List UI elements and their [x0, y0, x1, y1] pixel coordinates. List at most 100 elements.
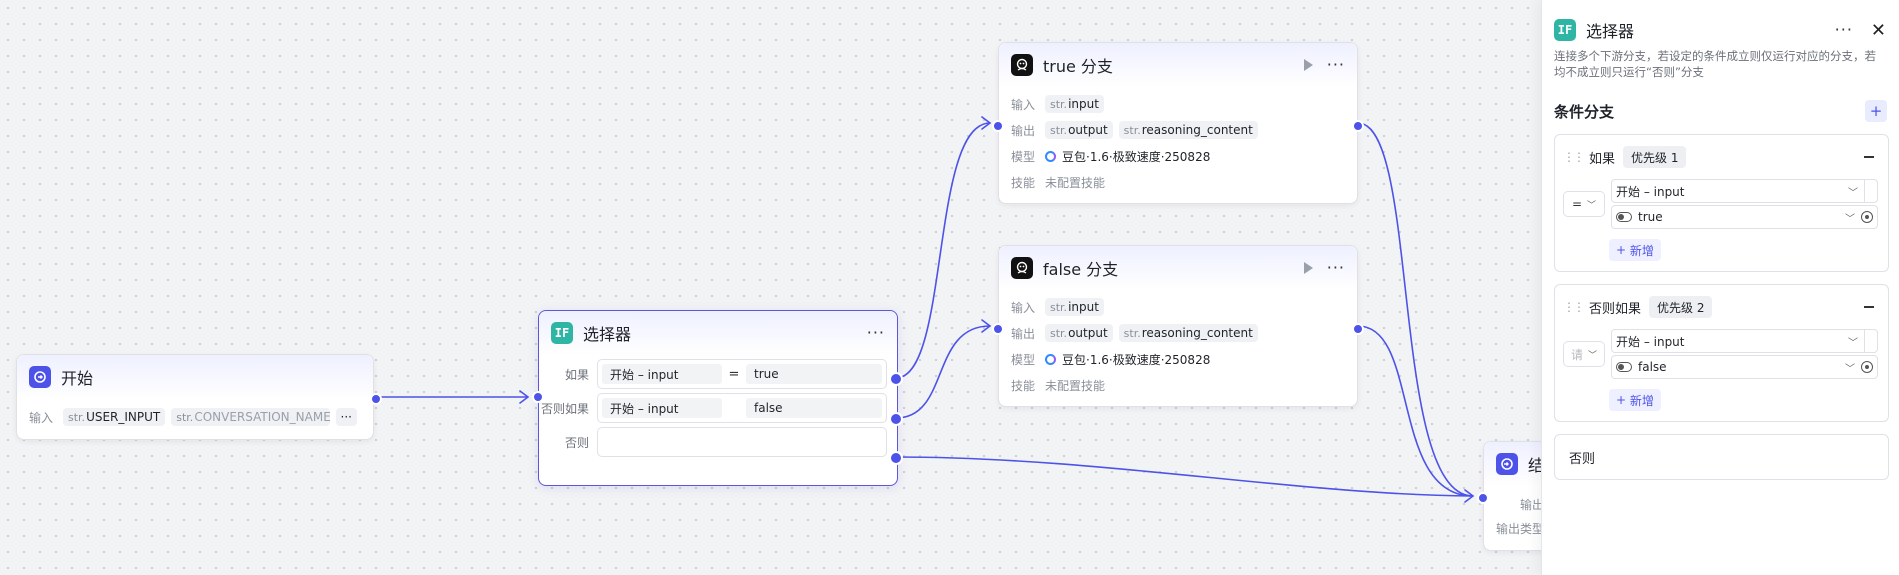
end-input-port[interactable] — [1477, 492, 1489, 504]
selector-elseif-row: 否则如果 开始 – input false — [539, 393, 897, 423]
play-icon[interactable] — [1303, 262, 1313, 274]
right-operand-input[interactable]: false ﹀ — [1611, 355, 1878, 379]
model-name: 豆包·1.6·极致速度·250828 — [1062, 352, 1211, 367]
section-title: 条件分支 — [1554, 102, 1615, 121]
selector-if-condition[interactable]: 开始 – input = true — [597, 359, 887, 389]
end-icon — [1496, 453, 1518, 475]
true-branch-title: true 分支 — [1043, 57, 1113, 76]
true-branch-skill-row: 技能 未配置技能 — [1011, 175, 1106, 190]
arrow-end — [1464, 489, 1475, 503]
else-branch-card[interactable]: 否则 — [1554, 434, 1889, 480]
selector-node-header: IF 选择器 ··· — [539, 311, 897, 355]
variable-reference-icon[interactable] — [1861, 211, 1873, 223]
left-operand-select[interactable]: 开始 – input ﹀ — [1611, 329, 1878, 353]
edge-false-to-end — [1357, 325, 1474, 497]
start-var-tag: str.CONVERSATION_NAME — [171, 408, 330, 426]
edge-if-to-true — [895, 122, 991, 379]
doubao-model-icon — [1045, 150, 1056, 162]
toggle-icon[interactable] — [1616, 212, 1632, 222]
if-icon: IF — [1554, 19, 1576, 41]
false-branch-model-row: 模型 豆包·1.6·极致速度·250828 — [1011, 352, 1211, 367]
edge-true-to-end — [1357, 122, 1474, 497]
if-icon: IF — [551, 322, 573, 344]
false-branch-input-port[interactable] — [992, 323, 1004, 335]
true-branch-more-button[interactable]: ··· — [1326, 55, 1345, 74]
false-branch-node[interactable]: false 分支 ··· 输入 str.input 输出 str.output … — [992, 245, 1364, 407]
selector-if-port[interactable] — [889, 372, 903, 386]
drag-handle-icon[interactable]: ⋮⋮ — [1563, 300, 1585, 314]
add-branch-button[interactable]: + — [1865, 100, 1887, 122]
panel-description: 连接多个下游分支，若设定的条件成立则仅运行对应的分支，若均不成立则只运行“否则”… — [1554, 49, 1876, 79]
true-branch-output-port[interactable] — [1352, 120, 1364, 132]
toggle-icon[interactable] — [1616, 362, 1632, 372]
panel-more-button[interactable]: ··· — [1834, 20, 1853, 39]
selector-elseif-port[interactable] — [889, 412, 903, 426]
chevron-down-icon: ﹀ — [1848, 337, 1858, 349]
var-tag: str.output — [1045, 324, 1113, 342]
chevron-down-icon: ﹀ — [1845, 213, 1855, 225]
operator-select[interactable]: 请﹀ — [1563, 341, 1605, 367]
var-tag: str.input — [1045, 298, 1104, 316]
llm-agent-icon — [1011, 54, 1033, 76]
true-branch-model-row: 模型 豆包·1.6·极致速度·250828 — [1011, 149, 1211, 164]
start-vars-more-button[interactable]: ··· — [335, 408, 357, 426]
remove-branch-button[interactable] — [1864, 156, 1874, 158]
selector-else-row: 否则 — [539, 427, 897, 457]
add-condition-button[interactable]: + 新增 — [1609, 239, 1661, 261]
variable-reference-icon[interactable] — [1861, 361, 1873, 373]
true-branch-node[interactable]: true 分支 ··· 输入 str.input 输出 str.output s… — [992, 42, 1364, 204]
add-condition-button[interactable]: + 新增 — [1609, 389, 1661, 411]
false-branch-output-port[interactable] — [1352, 323, 1364, 335]
card-name: 否则如果 — [1589, 301, 1642, 317]
start-input-label: 输入 — [29, 410, 54, 425]
start-node[interactable]: 开始 输入 str.USER_INPUT str.CONVERSATION_NA… — [16, 354, 382, 440]
card-name: 如果 — [1589, 151, 1616, 167]
end-output-label: 输出 — [1520, 498, 1545, 512]
start-output-port[interactable] — [370, 393, 382, 405]
false-branch-more-button[interactable]: ··· — [1326, 258, 1345, 277]
selector-elseif-condition[interactable]: 开始 – input false — [597, 393, 887, 423]
selector-node[interactable]: IF 选择器 ··· 如果 开始 – input = true 否则如果 开始 … — [532, 310, 903, 486]
false-branch-title: false 分支 — [1043, 260, 1119, 279]
arrow-true — [981, 116, 992, 130]
true-branch-header: true 分支 ··· — [999, 43, 1357, 87]
true-branch-input-port[interactable] — [992, 120, 1004, 132]
arrow-selector — [519, 390, 530, 404]
true-branch-input-row: 输入 str.input — [999, 91, 1357, 117]
doubao-model-icon — [1045, 353, 1056, 365]
arrow-false — [981, 319, 992, 333]
end-output-type-label: 输出类型 — [1496, 522, 1545, 536]
selector-input-port[interactable] — [532, 391, 544, 403]
start-node-header: 开始 — [17, 355, 373, 399]
var-tag: str.reasoning_content — [1118, 324, 1258, 342]
condition-section-header: 条件分支 + — [1542, 100, 1899, 122]
close-icon[interactable]: ✕ — [1870, 19, 1886, 41]
chevron-down-icon: ﹀ — [1845, 363, 1855, 375]
drag-handle-icon[interactable]: ⋮⋮ — [1563, 150, 1585, 164]
start-icon — [29, 366, 51, 388]
condition-card-elseif: ⋮⋮ 否则如果 优先级 2 请﹀ 开始 – input ﹀ false ﹀ — [1554, 284, 1889, 422]
panel-title: 选择器 — [1586, 22, 1635, 41]
chevron-down-icon: ﹀ — [1848, 187, 1858, 199]
selector-else-port[interactable] — [889, 451, 903, 465]
play-icon[interactable] — [1303, 59, 1313, 71]
priority-badge: 优先级 1 — [1623, 146, 1687, 168]
llm-agent-icon — [1011, 257, 1033, 279]
selector-config-panel: IF 选择器 ··· ✕ 连接多个下游分支，若设定的条件成立则仅运行对应的分支，… — [1541, 0, 1899, 575]
start-node-title: 开始 — [61, 369, 94, 388]
end-node-title: 结 — [1528, 456, 1545, 475]
condition-card-if: ⋮⋮ 如果 优先级 1 =﹀ 开始 – input ﹀ true ﹀ — [1554, 134, 1889, 272]
var-tag: str.reasoning_content — [1118, 121, 1258, 139]
priority-badge: 优先级 2 — [1649, 296, 1713, 318]
var-tag: str.input — [1045, 95, 1104, 113]
selector-else-condition[interactable] — [597, 427, 887, 457]
remove-branch-button[interactable] — [1864, 306, 1874, 308]
right-operand-input[interactable]: true ﹀ — [1611, 205, 1878, 229]
left-operand-select[interactable]: 开始 – input ﹀ — [1611, 179, 1878, 203]
operator-select[interactable]: =﹀ — [1563, 191, 1605, 217]
panel-header: IF 选择器 ··· ✕ — [1542, 10, 1899, 50]
selector-node-title: 选择器 — [583, 325, 632, 344]
selector-more-button[interactable]: ··· — [866, 323, 885, 342]
start-input-row: 输入 str.USER_INPUT str.CONVERSATION_NAME … — [17, 403, 373, 431]
false-branch-output-row: 输出 str.output str.reasoning_content — [999, 320, 1357, 346]
